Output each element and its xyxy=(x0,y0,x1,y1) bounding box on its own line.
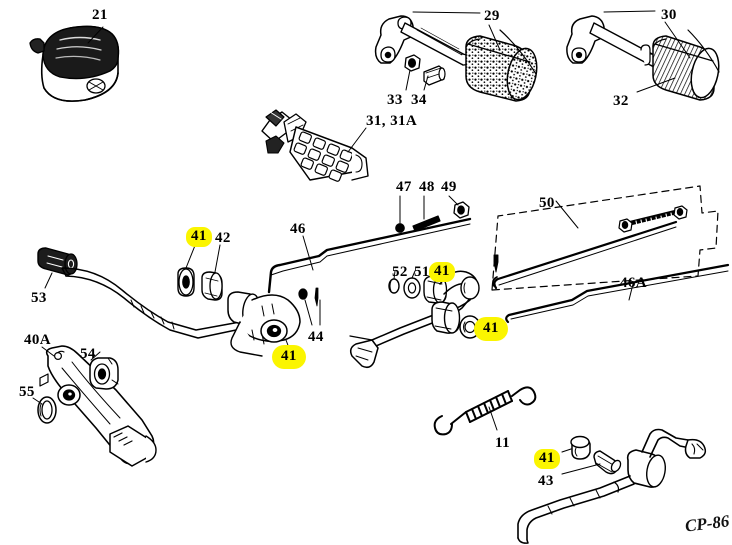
callout-41-right: 41 xyxy=(474,317,508,341)
callout-42: 42 xyxy=(215,230,231,246)
part-47-ball xyxy=(395,195,405,233)
callout-29: 29 xyxy=(484,8,500,24)
part-29-footpeg-bracket-left xyxy=(374,11,538,102)
callout-31-31a: 31, 31A xyxy=(366,113,418,129)
part-41-43-shift-lever-assembly xyxy=(517,428,707,544)
callout-50: 50 xyxy=(539,195,555,211)
callout-41-upper-left: 41 xyxy=(186,227,212,247)
shift-lever-shaft-assembly xyxy=(61,242,321,357)
callout-30: 30 xyxy=(661,7,677,23)
part-48-dowel-pin xyxy=(412,195,441,232)
callout-55: 55 xyxy=(19,384,35,400)
callout-11: 11 xyxy=(495,435,510,451)
callout-53: 53 xyxy=(31,290,47,306)
part-46-brake-rod xyxy=(267,217,472,294)
part-21-footrest-pad xyxy=(29,25,120,102)
callout-43: 43 xyxy=(538,473,554,489)
callout-41-center: 41 xyxy=(429,262,455,282)
part-46a-brake-rod xyxy=(505,263,730,324)
brake-pedal-arm-right xyxy=(349,270,501,369)
callout-33: 33 xyxy=(387,92,403,108)
part-33-nut xyxy=(404,54,421,91)
callout-46a: 46A xyxy=(620,275,648,291)
part-55-seal-ring xyxy=(32,396,57,424)
callout-32: 32 xyxy=(613,93,629,109)
callout-41-bottom: 41 xyxy=(534,449,560,469)
part-34-bolt xyxy=(423,65,446,91)
callout-52: 52 xyxy=(392,264,408,280)
callout-54: 54 xyxy=(80,346,96,362)
part-30-footpeg-bracket-right xyxy=(566,10,720,101)
part-54-pivot-bushing xyxy=(89,351,119,390)
part-31-serrated-footpeg xyxy=(261,109,369,182)
callout-46: 46 xyxy=(290,221,306,237)
callout-49: 49 xyxy=(441,179,457,195)
callout-44: 44 xyxy=(308,329,324,345)
part-50-shift-rod-assembly xyxy=(491,185,719,291)
callout-34: 34 xyxy=(411,92,427,108)
part-11-return-spring xyxy=(433,386,537,436)
callout-48: 48 xyxy=(419,179,435,195)
callout-40a: 40A xyxy=(24,332,52,348)
callout-41-lower-center: 41 xyxy=(272,345,306,369)
part-49-adjuster-nut xyxy=(448,195,470,219)
part-40a-brake-pedal-lever xyxy=(39,345,157,467)
callout-21: 21 xyxy=(92,7,108,23)
callout-51: 51 xyxy=(414,264,430,280)
callout-47: 47 xyxy=(396,179,412,195)
